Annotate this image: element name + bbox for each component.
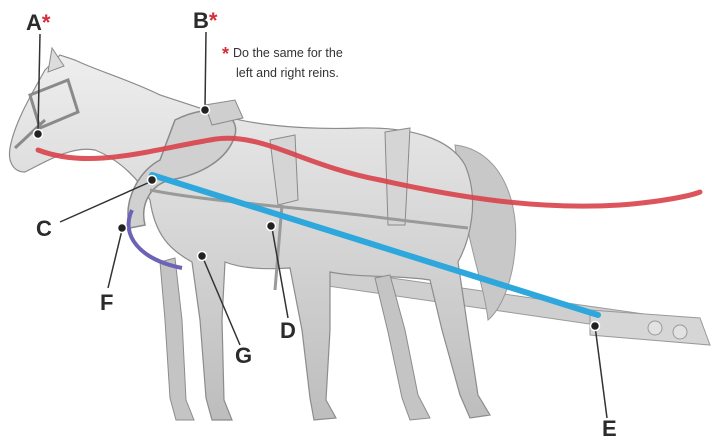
note-line-1: Do the same for the [233, 46, 343, 60]
label-d: D [280, 320, 296, 342]
label-e: E [602, 418, 617, 440]
note-star: * [222, 44, 229, 64]
label-c: C [36, 218, 52, 240]
reins-note: * Do the same for the left and right rein… [222, 44, 392, 81]
note-line-2: left and right reins. [236, 66, 339, 80]
label-g: G [235, 345, 252, 367]
label-a: A* [26, 12, 50, 34]
label-b: B* [193, 10, 217, 32]
horse-figure-icon [10, 48, 516, 420]
label-f: F [100, 292, 113, 314]
